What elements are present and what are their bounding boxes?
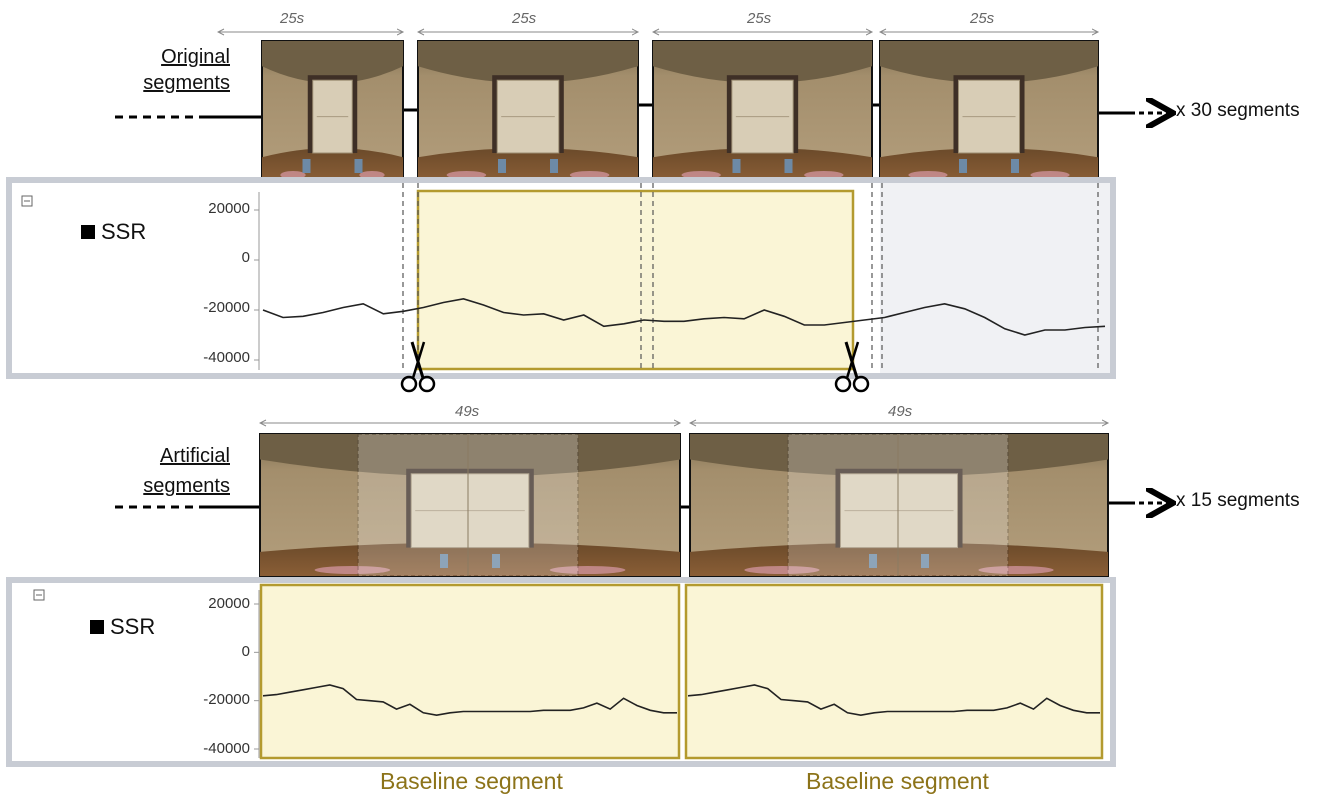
bottom-ytick-label: -20000 <box>203 691 250 708</box>
original-segment-frame <box>261 40 404 182</box>
original-label: Original segments <box>130 44 230 96</box>
original-repeat-label: x 30 segments <box>1176 100 1300 121</box>
bottom-signal-line <box>262 684 677 717</box>
top-ytick-label: 20000 <box>208 200 250 217</box>
baseline-highlight-top <box>416 189 855 371</box>
artificial-label: Artificial segments <box>130 441 230 501</box>
scissors-icon <box>834 341 870 393</box>
original-label-line1: Original <box>161 46 230 68</box>
bottom-ytick-label: 0 <box>241 643 250 660</box>
baseline-segment-label: Baseline segment <box>806 768 989 794</box>
original-segment-frame <box>652 40 873 182</box>
spliced-overlay <box>357 433 579 577</box>
artificial-segment-frame <box>259 433 681 577</box>
spliced-overlay <box>787 433 1009 577</box>
original-segments-row <box>115 32 1170 182</box>
bottom-ytick-label: -40000 <box>203 740 250 757</box>
baseline-highlight-right <box>684 583 1104 760</box>
original-duration-label: 25s <box>280 10 305 27</box>
artificial-segment-frame <box>689 433 1109 577</box>
top-plot-panel <box>6 177 1116 379</box>
top-signal-line <box>262 297 1106 336</box>
bottom-ytick-label: 20000 <box>208 595 250 612</box>
top-legend-label: SSR <box>101 219 147 244</box>
bottom-signal-line <box>687 684 1100 717</box>
artificial-repeat-label: x 15 segments <box>1176 490 1300 511</box>
top-ytick-label: -40000 <box>203 349 250 366</box>
legend-swatch <box>81 225 95 239</box>
artificial-duration-label: 49s <box>455 403 480 420</box>
artificial-duration-label: 49s <box>888 403 913 420</box>
top-ytick-label: -20000 <box>203 299 250 316</box>
original-segment-frame <box>879 40 1099 182</box>
bottom-plot-panel <box>6 577 1116 767</box>
original-duration-label: 25s <box>747 10 772 27</box>
legend-swatch <box>90 620 104 634</box>
original-label-line2: segments <box>143 72 230 94</box>
bottom-legend-label: SSR <box>110 614 156 639</box>
artificial-label-line1: Artificial <box>159 445 230 467</box>
artificial-label-line2: segments <box>143 475 230 497</box>
baseline-highlight-left <box>259 583 681 760</box>
artificial-segments-row <box>115 423 1170 577</box>
original-segment-frame <box>417 40 639 182</box>
original-duration-label: 25s <box>512 10 537 27</box>
scissors-icon <box>400 341 436 393</box>
original-duration-label: 25s <box>970 10 995 27</box>
baseline-segment-label: Baseline segment <box>380 768 563 794</box>
top-ytick-label: 0 <box>241 249 250 266</box>
